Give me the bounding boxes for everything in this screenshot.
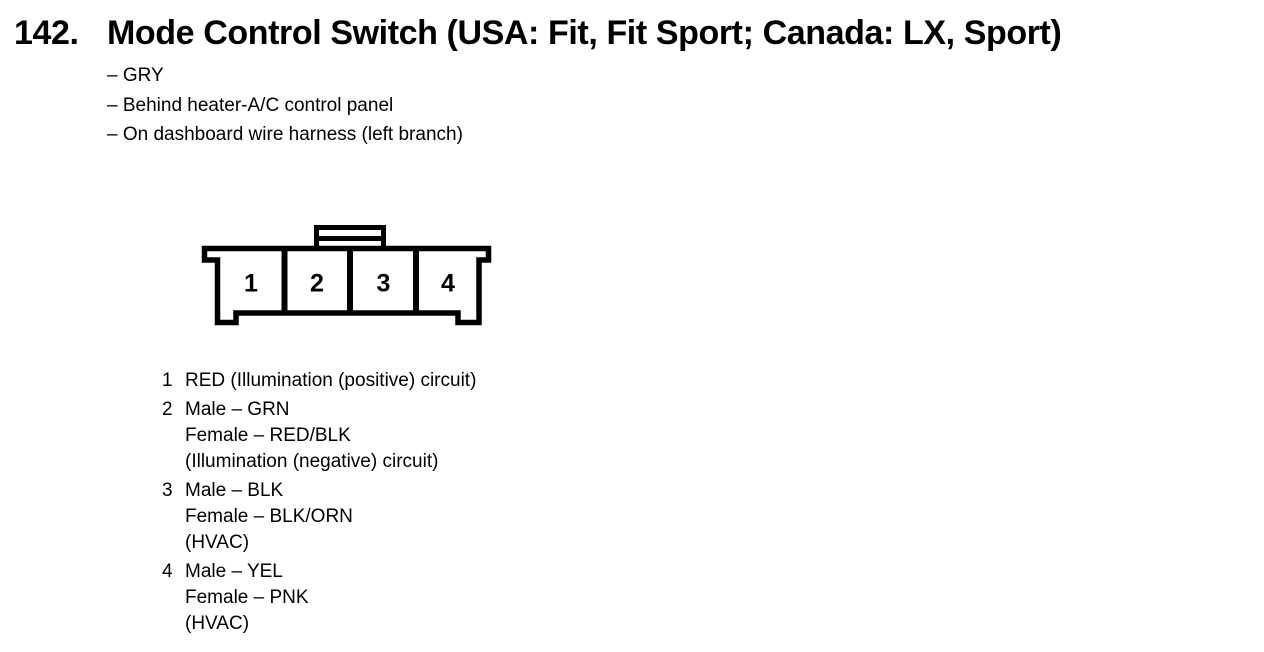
- pin-entry-number: 1: [162, 370, 173, 391]
- pin-entry-number: 2: [162, 399, 173, 420]
- pin-entry-line: Female – BLK/ORN: [185, 506, 353, 527]
- pin-entry-line: Male – YEL: [185, 561, 283, 582]
- pin-entry-lines: Male – GRN Female – RED/BLK (Illuminatio…: [185, 397, 438, 475]
- note-line: – GRY: [107, 65, 164, 86]
- pin-entry-line: (HVAC): [185, 532, 250, 553]
- cavity-number-2: 2: [310, 270, 324, 298]
- pin-entry-2: 2 Male – GRN Female – RED/BLK (Illuminat…: [162, 397, 476, 475]
- cavity-number-1: 1: [244, 270, 258, 298]
- cavity-number-3: 3: [377, 270, 391, 298]
- pin-entry-line: Female – PNK: [185, 587, 309, 608]
- pin-entry-line: (HVAC): [185, 613, 250, 634]
- pin-wire-list: 1 RED (Illumination (positive) circuit) …: [162, 368, 476, 637]
- note-line: – Behind heater-A/C control panel: [107, 94, 394, 116]
- pin-entry-lines: Male – YEL Female – PNK (HVAC): [185, 559, 309, 637]
- section-title-text: Mode Control Switch (USA: Fit, Fit Sport…: [107, 14, 1062, 52]
- pin-entry-3: 3 Male – BLK Female – BLK/ORN (HVAC): [162, 478, 476, 556]
- section-title: 142. Mode Control Switch (USA: Fit, Fit S…: [14, 13, 1062, 54]
- note-line: – On dashboard wire harness (left branch…: [107, 124, 463, 145]
- pin-entry-line: Male – BLK: [185, 480, 284, 501]
- pin-entry-1: 1 RED (Illumination (positive) circuit): [162, 368, 476, 394]
- pin-entry-lines: Male – BLK Female – BLK/ORN (HVAC): [185, 478, 353, 556]
- pin-entry-line: RED (Illumination (positive) circuit): [185, 370, 477, 391]
- cavity-number-4: 4: [441, 270, 455, 298]
- pin-entry-line: (Illumination (negative) circuit): [185, 451, 439, 472]
- pin-entry-number: 3: [162, 480, 173, 501]
- pin-entry-line: Female – RED/BLK: [185, 425, 351, 446]
- pin-entry-number: 4: [162, 561, 173, 582]
- section-number: 142.: [14, 14, 79, 52]
- pin-entry-4: 4 Male – YEL Female – PNK (HVAC): [162, 559, 476, 637]
- pin-entry-line: Male – GRN: [185, 399, 290, 420]
- connector-diagram: 1 2 3 4: [201, 225, 492, 326]
- pin-entry-lines: RED (Illumination (positive) circuit): [185, 368, 476, 394]
- notes-list: – GRY – Behind heater-A/C control panel …: [107, 61, 463, 150]
